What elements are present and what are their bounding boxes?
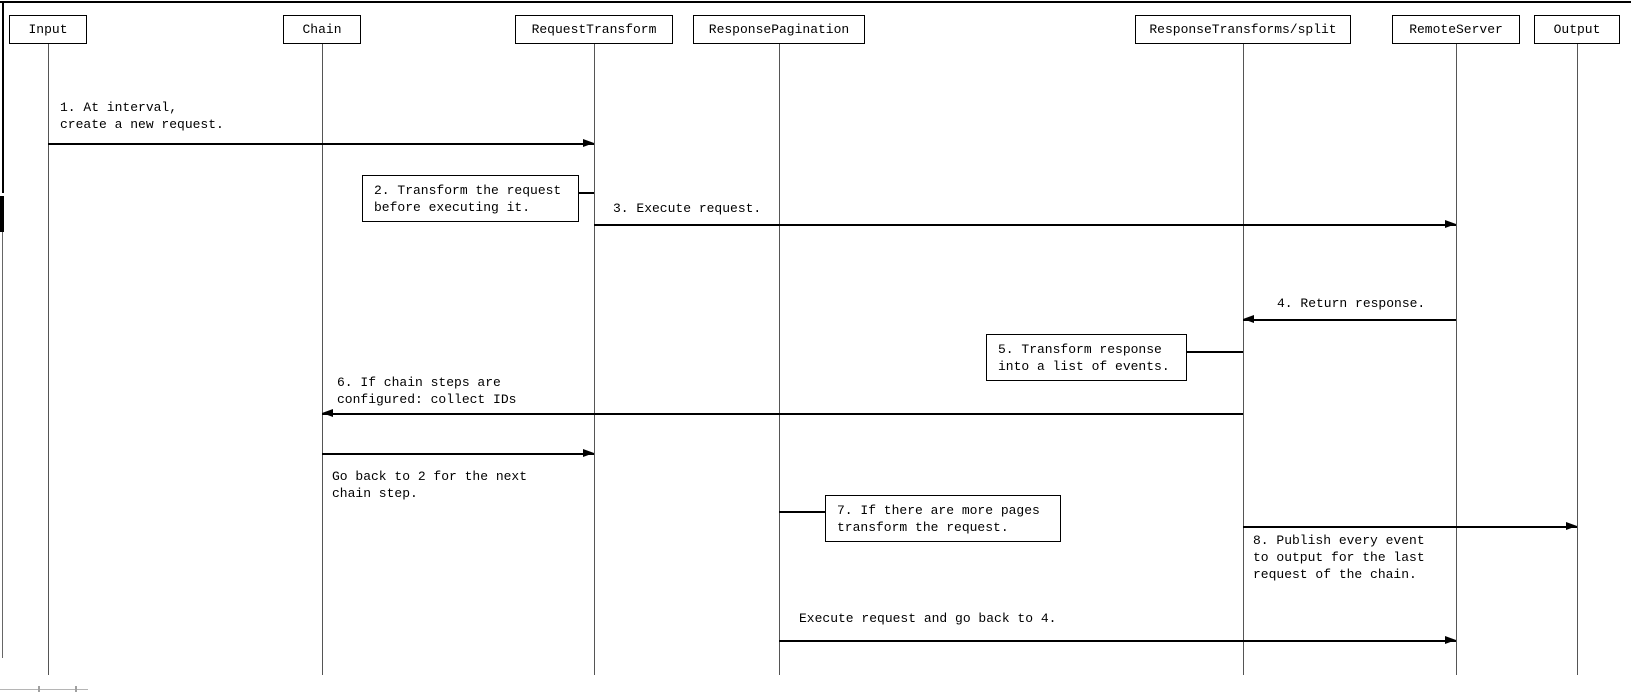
msg-8-line: [1243, 526, 1577, 528]
msg-3-label: 3. Execute request.: [613, 201, 762, 216]
window-left-border-upper: [2, 1, 4, 193]
participant-remote-server: RemoteServer: [1392, 15, 1520, 44]
lifeline-chain: [321, 44, 323, 675]
lifeline-response-pagination: [778, 44, 780, 675]
lifeline-request-transform: [593, 44, 595, 675]
lifeline-remote-server: [1455, 44, 1457, 675]
participant-label-output: Output: [1553, 22, 1601, 37]
msg-4-line: [1243, 319, 1456, 321]
msg-4-arrowhead: [1243, 315, 1254, 324]
window-left-border-lower: [2, 232, 3, 658]
msg-1-label: 1. At interval, create a new request.: [60, 100, 224, 132]
window-left-border-block: [0, 196, 4, 232]
participant-label-response-pagination: ResponsePagination: [708, 22, 850, 37]
participant-label-request-transform: RequestTransform: [531, 22, 657, 37]
note-7-connector: [779, 511, 825, 513]
participant-response-pagination: ResponsePagination: [693, 15, 865, 44]
msg-4-label: 4. Return response.: [1277, 296, 1426, 311]
participant-label-response-transforms-split: ResponseTransforms/split: [1149, 22, 1337, 37]
participant-label-input: Input: [28, 22, 68, 37]
note-5: 5. Transform response into a list of eve…: [986, 334, 1187, 381]
participant-label-remote-server: RemoteServer: [1409, 22, 1503, 37]
msg-6-arrowhead: [322, 409, 333, 418]
lifeline-response-transforms-split: [1242, 44, 1244, 675]
participant-response-transforms-split: ResponseTransforms/split: [1135, 15, 1351, 44]
msg-3-line: [594, 224, 1456, 226]
note-5-connector: [1187, 351, 1243, 353]
participant-output: Output: [1534, 15, 1620, 44]
lifeline-input: [47, 44, 49, 675]
msg-6-label: 6. If chain steps are configured: collec…: [337, 375, 517, 407]
msg-8-arrowhead: [1566, 522, 1577, 531]
msg-3-arrowhead: [1445, 220, 1456, 229]
participant-request-transform: RequestTransform: [515, 15, 673, 44]
bottom-left-gray-tick-2: [75, 686, 77, 692]
msg-8-label: 8. Publish every event to output for the…: [1253, 533, 1425, 582]
msg-execute-label: Execute request and go back to 4.: [799, 611, 1057, 626]
participant-label-chain: Chain: [302, 22, 342, 37]
window-top-border: [0, 1, 1631, 3]
bottom-left-gray-line: [0, 689, 88, 690]
msg-goback-label: Go back to 2 for the next chain step.: [332, 469, 528, 501]
msg-6-line: [322, 413, 1243, 415]
msg-execute-line: [779, 640, 1456, 642]
participant-input: Input: [9, 15, 87, 44]
msg-1-arrowhead: [583, 139, 594, 148]
participant-chain: Chain: [283, 15, 361, 44]
note-7: 7. If there are more pages transform the…: [825, 495, 1061, 542]
msg-goback-arrowhead: [583, 449, 594, 458]
note-2-connector: [579, 192, 594, 194]
msg-goback-line: [322, 453, 594, 455]
bottom-left-gray-tick-1: [38, 686, 40, 692]
lifeline-output: [1576, 44, 1578, 675]
msg-execute-arrowhead: [1445, 636, 1456, 645]
note-2: 2. Transform the request before executin…: [362, 175, 579, 222]
msg-1-line: [48, 143, 594, 145]
